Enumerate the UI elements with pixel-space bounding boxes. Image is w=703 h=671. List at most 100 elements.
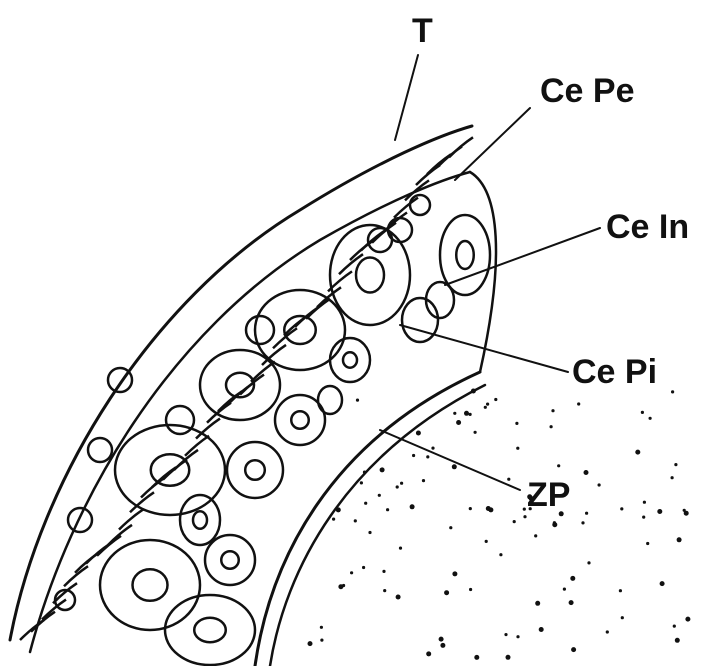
theca-outer-line bbox=[10, 126, 472, 640]
theca-cell-streak bbox=[449, 137, 473, 157]
cell-nucleus bbox=[194, 618, 226, 643]
ooplasm-dot bbox=[581, 521, 584, 524]
ooplasm-dot bbox=[469, 588, 472, 591]
ooplasm-dot bbox=[499, 553, 502, 556]
ooplasm-dot bbox=[486, 403, 489, 406]
leader-ce-pi bbox=[400, 325, 568, 372]
ooplasm-dot bbox=[516, 635, 519, 638]
label-t: T bbox=[412, 14, 433, 48]
ooplasm-dot bbox=[308, 641, 313, 646]
ooplasm-dot bbox=[677, 537, 682, 542]
ooplasm-dot bbox=[587, 561, 590, 564]
ooplasm-dot bbox=[471, 389, 476, 394]
ooplasm-dot bbox=[563, 588, 566, 591]
ooplasm-dot bbox=[551, 409, 554, 412]
cell-nucleus bbox=[456, 241, 474, 269]
ooplasm-dot bbox=[635, 450, 640, 455]
ooplasm-dot bbox=[399, 547, 402, 550]
cell-nucleus bbox=[133, 569, 168, 601]
cell-outline bbox=[180, 495, 220, 545]
cell-nucleus bbox=[151, 454, 190, 486]
ooplasm-dot bbox=[362, 566, 365, 569]
label-ce-pi: Ce Pi bbox=[572, 355, 657, 389]
ooplasm-dot bbox=[400, 482, 403, 485]
label-ce-in: Ce In bbox=[606, 210, 689, 244]
ooplasm-dot bbox=[431, 447, 434, 450]
ooplasm-dot bbox=[643, 501, 646, 504]
label-zp: ZP bbox=[527, 478, 570, 512]
ooplasm-dot bbox=[535, 601, 540, 606]
ooplasm-dot bbox=[585, 512, 588, 515]
zona-pellucida-outer bbox=[255, 372, 480, 666]
cell-outline bbox=[440, 215, 490, 295]
ooplasm-dot bbox=[386, 508, 389, 511]
ooplasm-dot bbox=[416, 431, 421, 436]
ooplasm-dot bbox=[485, 540, 488, 543]
cell-outline bbox=[68, 508, 92, 532]
cell-outline bbox=[115, 425, 225, 515]
ooplasm-dot bbox=[364, 502, 367, 505]
ooplasm-dot bbox=[336, 507, 341, 512]
ooplasm-dot bbox=[342, 584, 345, 587]
ooplasm-dot bbox=[619, 589, 622, 592]
ooplasm-dot bbox=[484, 406, 487, 409]
ooplasm-dot bbox=[646, 542, 649, 545]
ooplasm-dot bbox=[523, 515, 526, 518]
ooplasm-dot bbox=[506, 655, 511, 660]
cell-outline bbox=[410, 195, 430, 215]
ooplasm-dot bbox=[320, 639, 323, 642]
ooplasm-dot bbox=[671, 476, 674, 479]
cell-outline bbox=[246, 316, 274, 344]
ooplasm-dot bbox=[553, 521, 556, 524]
ooplasm-dot bbox=[382, 570, 385, 573]
ooplasm-dot bbox=[523, 508, 526, 511]
cell-nucleus bbox=[221, 551, 239, 569]
ooplasm-dot bbox=[452, 464, 457, 469]
ooplasm-dot bbox=[539, 627, 544, 632]
ooplasm-dot bbox=[673, 625, 676, 628]
ooplasm-dot bbox=[660, 581, 665, 586]
cell-outline bbox=[166, 406, 194, 434]
ooplasm-dot bbox=[378, 494, 381, 497]
ooplasm-dot bbox=[570, 576, 575, 581]
cell-nucleus bbox=[245, 460, 265, 480]
ooplasm-dot bbox=[577, 402, 580, 405]
ooplasm-dot bbox=[606, 630, 609, 633]
ooplasm-dot bbox=[440, 643, 445, 648]
ooplasm-dot bbox=[621, 616, 624, 619]
ooplasm-dot bbox=[657, 509, 662, 514]
leader-ce-in bbox=[445, 228, 600, 285]
cell-outline bbox=[108, 368, 132, 392]
ooplasm-dot bbox=[507, 478, 510, 481]
cell-outline bbox=[205, 535, 255, 585]
ooplasm-dot bbox=[320, 626, 323, 629]
cell-nucleus bbox=[193, 511, 207, 529]
ooplasm-dot bbox=[356, 399, 359, 402]
cell-outline bbox=[227, 442, 283, 498]
ooplasm-dot bbox=[515, 422, 518, 425]
cell-outline bbox=[88, 438, 112, 462]
ooplasm-dot bbox=[494, 398, 497, 401]
ooplasm-dot bbox=[534, 534, 537, 537]
ooplasm-dot bbox=[426, 455, 429, 458]
ooplasm-dot bbox=[488, 507, 493, 512]
ooplasm-dot bbox=[380, 467, 385, 472]
ooplasm-dot bbox=[598, 483, 601, 486]
ooplasm-dot bbox=[469, 507, 472, 510]
cell-outline bbox=[426, 282, 454, 318]
ooplasm-dot bbox=[649, 417, 652, 420]
ooplasm-dot bbox=[474, 431, 477, 434]
ooplasm-dot bbox=[464, 411, 469, 416]
ooplasm-dot bbox=[360, 481, 363, 484]
ooplasm-dot bbox=[513, 520, 516, 523]
cell-outline bbox=[402, 298, 438, 342]
ooplasm-dot bbox=[383, 589, 386, 592]
cell-outline bbox=[330, 338, 370, 382]
ooplasm-dot bbox=[620, 507, 623, 510]
ooplasm-dot bbox=[426, 651, 431, 656]
ooplasm-dot bbox=[332, 518, 335, 521]
ooplasm-dot bbox=[641, 411, 644, 414]
ooplasm-dot bbox=[685, 617, 690, 622]
cell-outline bbox=[165, 595, 255, 665]
ooplasm-dot bbox=[684, 511, 689, 516]
